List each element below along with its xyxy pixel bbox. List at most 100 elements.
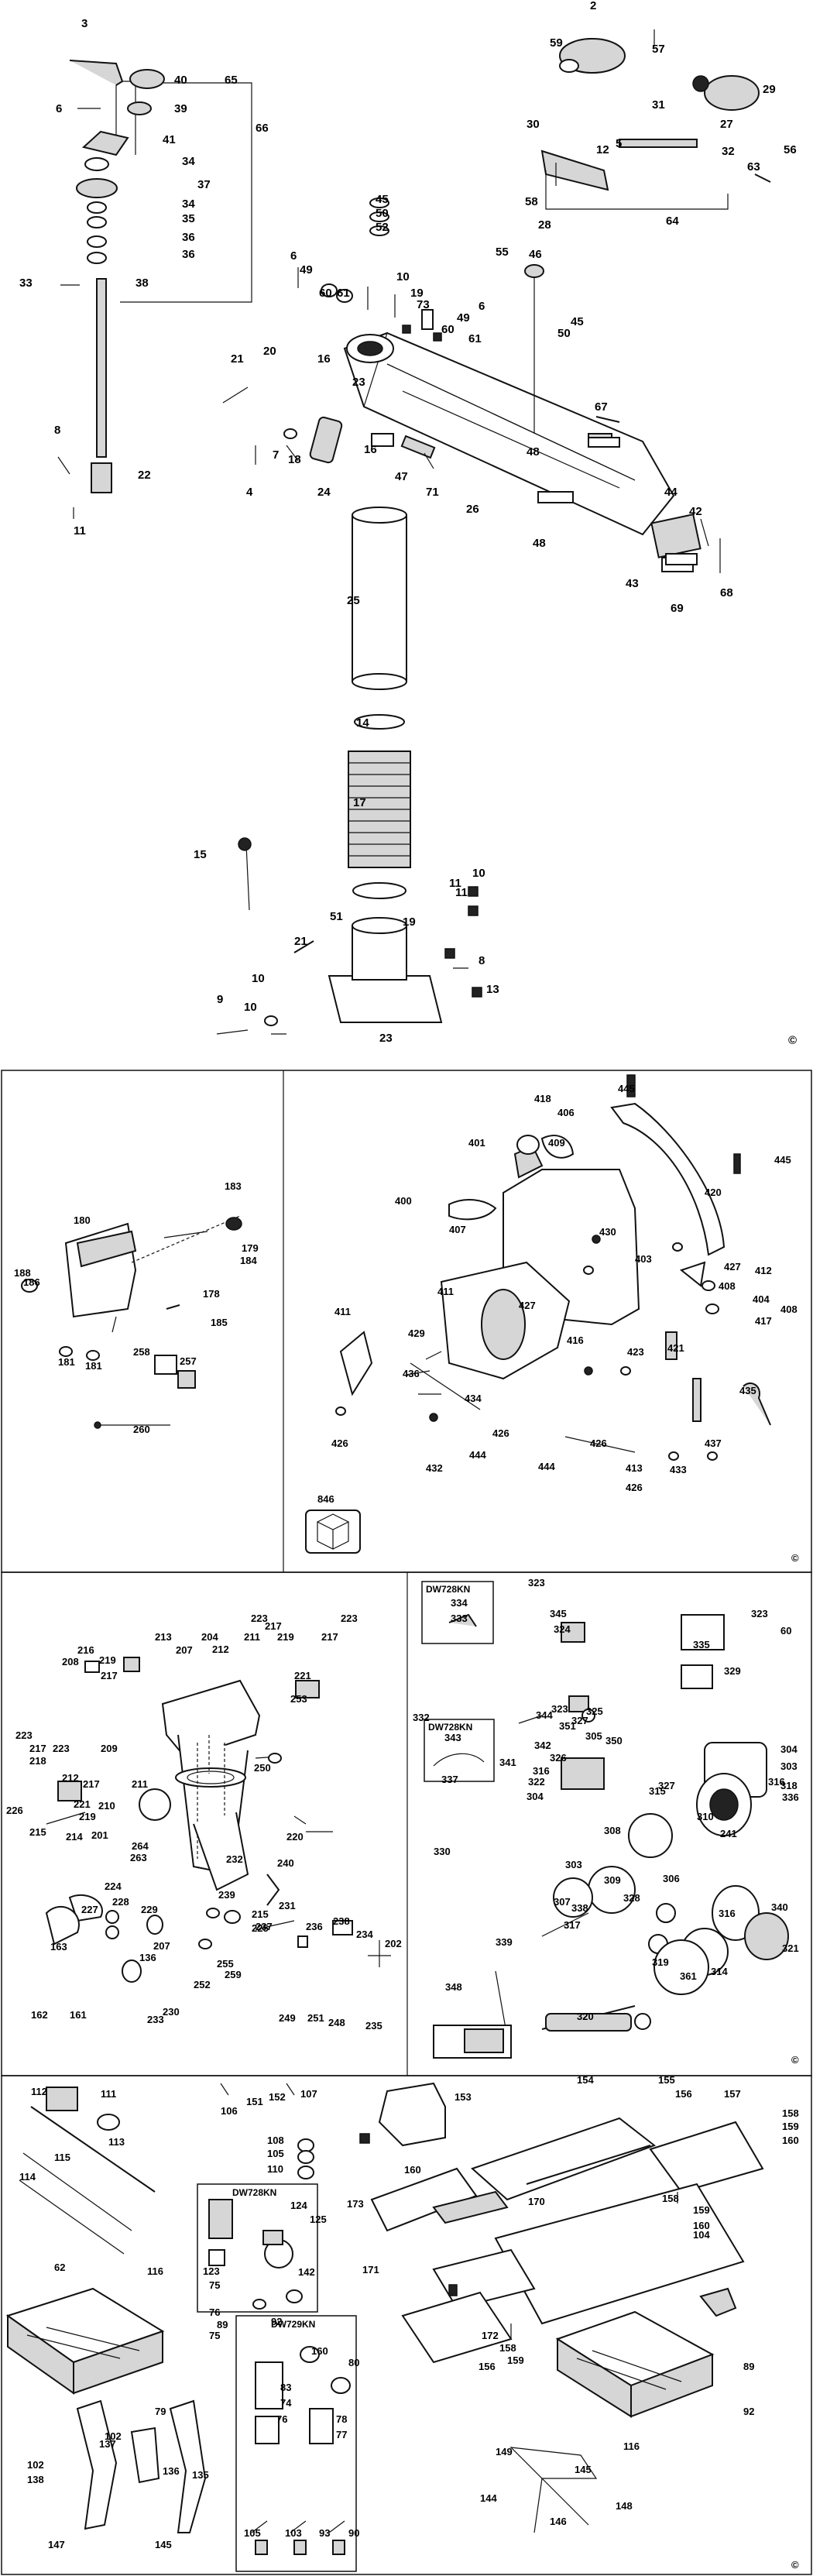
part-number-label: 34 (182, 155, 195, 168)
part-number-label: 426 (626, 1482, 643, 1493)
part-number-label: 181 (58, 1356, 75, 1368)
part-number-label: 158 (499, 2342, 516, 2354)
part-number-label: 2 (590, 0, 596, 12)
part-number-label: 65 (225, 74, 238, 87)
part-number-label: 124 (290, 2200, 307, 2211)
part-number-label: 316 (719, 1908, 736, 1919)
part-number-label: 58 (525, 195, 538, 208)
part-number-label: 306 (663, 1873, 680, 1884)
part-number-label: 26 (466, 503, 479, 516)
part-number-label: 111 (101, 2088, 116, 2100)
part-number-label: 114 (19, 2171, 36, 2183)
part-number-label: 77 (336, 2429, 347, 2440)
part-number-label: 92 (743, 2406, 754, 2417)
part-number-label: 8 (54, 424, 60, 437)
part-number-label: 241 (720, 1828, 737, 1839)
part-number-label: 105 (267, 2148, 284, 2159)
part-number-label: 304 (527, 1791, 544, 1802)
part-number-label: 321 (782, 1942, 799, 1954)
part-number-label: 327 (571, 1715, 588, 1726)
part-number-label: 162 (31, 2009, 48, 2021)
part-number-label: 320 (577, 2011, 594, 2022)
part-number-label: 223 (53, 1743, 70, 1754)
part-number-label: 263 (130, 1852, 147, 1863)
part-number-label: 181 (85, 1360, 102, 1372)
part-number-label: 183 (225, 1180, 242, 1192)
part-number-label: 406 (557, 1107, 575, 1118)
part-number-label: 172 (482, 2330, 499, 2341)
part-number-label: 330 (434, 1846, 451, 1857)
part-number-label: 215 (252, 1908, 269, 1920)
part-number-label: 159 (782, 2121, 799, 2132)
part-number-label: 104 (693, 2229, 710, 2241)
part-number-label: 322 (528, 1776, 545, 1788)
part-number-label: 305 (585, 1730, 602, 1742)
part-number-label: 32 (722, 145, 735, 158)
part-number-label: 173 (347, 2198, 364, 2210)
part-number-label: 41 (163, 133, 176, 146)
part-number-label: 251 (307, 2012, 324, 2024)
copyright-mark: © (791, 2054, 799, 2066)
part-number-label: 316 (533, 1765, 550, 1777)
part-number-label: 112 (31, 2086, 47, 2097)
part-number-label: 264 (132, 1840, 149, 1852)
part-number-label: 154 (577, 2074, 594, 2086)
part-number-label: 123 (203, 2265, 220, 2277)
part-number-label: 221 (294, 1670, 311, 1681)
part-number-label: 219 (277, 1631, 294, 1643)
copyright-mark: © (791, 2559, 799, 2571)
part-number-label: 401 (468, 1137, 485, 1149)
part-number-label: 418 (534, 1093, 551, 1104)
part-number-label: 48 (533, 537, 546, 550)
part-number-label: 49 (300, 263, 313, 276)
part-number-label: 33 (19, 276, 33, 290)
part-number-label: 51 (330, 910, 343, 923)
part-number-label: 115 (54, 2152, 70, 2163)
part-number-label: 43 (626, 577, 639, 590)
part-number-label: 125 (310, 2214, 327, 2225)
part-number-label: 420 (705, 1187, 722, 1198)
part-number-label: 105 (244, 2527, 261, 2539)
copyright-mark: © (791, 1552, 799, 1564)
part-number-label: 210 (98, 1800, 115, 1812)
part-number-label: 146 (550, 2516, 567, 2527)
part-number-label: 156 (675, 2088, 692, 2100)
part-number-label: 219 (79, 1811, 96, 1822)
part-number-label: 11 (455, 886, 468, 899)
part-number-label: 160 (782, 2135, 799, 2146)
part-number-label: 74 (280, 2397, 292, 2409)
part-number-label: 221 (74, 1798, 91, 1810)
part-number-label: 42 (689, 505, 702, 518)
part-number-label: 76 (209, 2306, 220, 2318)
part-number-label: 136 (163, 2465, 180, 2477)
part-number-label: 444 (538, 1461, 555, 1472)
part-number-label: 67 (595, 400, 608, 414)
part-number-label: 145 (155, 2539, 172, 2550)
part-number-label: 12 (596, 143, 609, 156)
part-number-label: 348 (445, 1981, 462, 1993)
part-number-label: 37 (197, 178, 211, 191)
part-number-label: 328 (623, 1892, 640, 1904)
part-number-label: 423 (627, 1346, 644, 1358)
part-number-label: 23 (379, 1032, 393, 1045)
part-number-label: 232 (226, 1853, 243, 1865)
part-number-label: 20 (263, 345, 276, 358)
part-number-label: 185 (211, 1317, 228, 1328)
part-number-label: 238 (333, 1915, 350, 1927)
part-number-label: 252 (194, 1979, 211, 1990)
part-number-label: 24 (317, 486, 331, 499)
part-number-label: 47 (395, 470, 408, 483)
part-number-label: 413 (626, 1462, 643, 1474)
part-number-label: 309 (604, 1874, 621, 1886)
part-number-label: 361 (680, 1970, 697, 1982)
part-number-label: 137 (99, 2438, 116, 2450)
part-number-label: 426 (590, 1437, 607, 1449)
part-number-label: 421 (667, 1342, 684, 1354)
part-number-label: 437 (705, 1437, 722, 1449)
part-number-label: 10 (396, 270, 410, 283)
part-number-label: 257 (180, 1355, 197, 1367)
part-number-label: 217 (321, 1631, 338, 1643)
part-number-label: 10 (472, 867, 485, 880)
part-number-label: 235 (365, 2020, 382, 2032)
part-number-label: 207 (176, 1644, 193, 1656)
